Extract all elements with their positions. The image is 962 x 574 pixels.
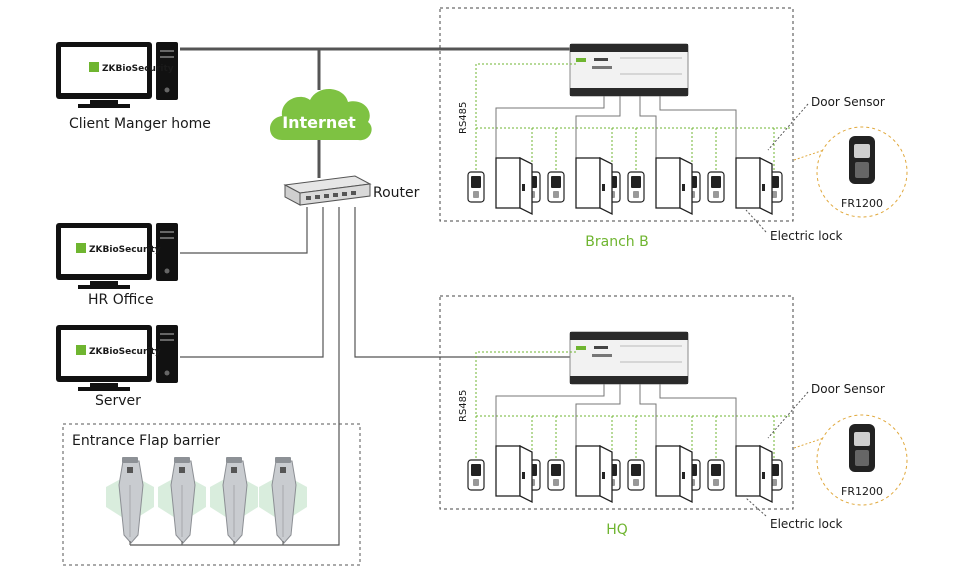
door-sensor-label: Door Sensor xyxy=(811,95,885,109)
router-label: Router xyxy=(373,185,420,201)
card-reader-icon xyxy=(547,171,565,203)
electric-lock-label: Electric lock xyxy=(770,517,843,531)
door-icon xyxy=(655,157,693,215)
site-box xyxy=(439,7,794,222)
pc-client-manager: ZKBioSecurity xyxy=(56,42,178,108)
card-reader-icon xyxy=(707,459,725,491)
flap-gate-icon xyxy=(105,456,155,544)
electric-lock-label: Electric lock xyxy=(770,229,843,243)
rs485-label: RS485 xyxy=(458,390,469,422)
fingerprint-reader-icon xyxy=(849,136,875,184)
rs485-label: RS485 xyxy=(458,102,469,134)
site-name: Branch B xyxy=(585,234,648,250)
zk-logo-icon xyxy=(89,62,99,72)
card-reader-icon xyxy=(467,459,485,491)
pc-brand: ZKBioSecurity xyxy=(89,245,161,255)
site-name: HQ xyxy=(606,522,628,538)
door-sensor-label: Door Sensor xyxy=(811,382,885,396)
door-icon xyxy=(735,445,773,503)
pc-server: ZKBioSecurity xyxy=(56,325,178,391)
pc-label-hr-office: HR Office xyxy=(88,292,154,308)
pc-label-client-manager: Client Manger home xyxy=(69,116,211,132)
door-icon xyxy=(495,157,533,215)
pc-brand: ZKBioSecurity xyxy=(89,347,161,357)
card-reader-icon xyxy=(627,459,645,491)
card-reader-icon xyxy=(547,459,565,491)
zk-logo-icon xyxy=(76,345,86,355)
door-icon xyxy=(575,445,613,503)
access-controller xyxy=(569,331,689,385)
door-icon xyxy=(495,445,533,503)
site-box xyxy=(439,295,794,510)
reader-model-label: FR1200 xyxy=(841,197,883,210)
flap-barrier-title: Entrance Flap barrier xyxy=(72,433,220,449)
flap-gate-icon xyxy=(258,456,308,544)
network-links xyxy=(130,47,580,546)
flap-gates xyxy=(105,456,308,546)
internet-cloud-icon xyxy=(270,88,372,141)
pc-hr-office: ZKBioSecurity xyxy=(56,223,178,289)
flap-gate-icon xyxy=(209,456,259,544)
card-reader-icon xyxy=(707,171,725,203)
flap-gate-icon xyxy=(157,456,207,544)
pc-label-server: Server xyxy=(95,393,141,409)
site-hq: RS485 HQ Door Sensor Electric lock FR120… xyxy=(439,295,908,538)
reader-model-label: FR1200 xyxy=(841,485,883,498)
fingerprint-reader-icon xyxy=(849,424,875,472)
flap-barrier-box xyxy=(62,423,361,566)
internet-label: Internet xyxy=(282,113,356,132)
door-icon xyxy=(735,157,773,215)
zk-logo-icon xyxy=(76,243,86,253)
pc-brand: ZKBioSecurity xyxy=(102,64,174,74)
card-reader-icon xyxy=(467,171,485,203)
router-icon xyxy=(283,175,372,206)
access-controller xyxy=(569,43,689,97)
door-icon xyxy=(655,445,693,503)
card-reader-icon xyxy=(627,171,645,203)
door-icon xyxy=(575,157,613,215)
site-branch-b: RS485 Branch B Door Sensor Electric lock… xyxy=(439,7,908,250)
